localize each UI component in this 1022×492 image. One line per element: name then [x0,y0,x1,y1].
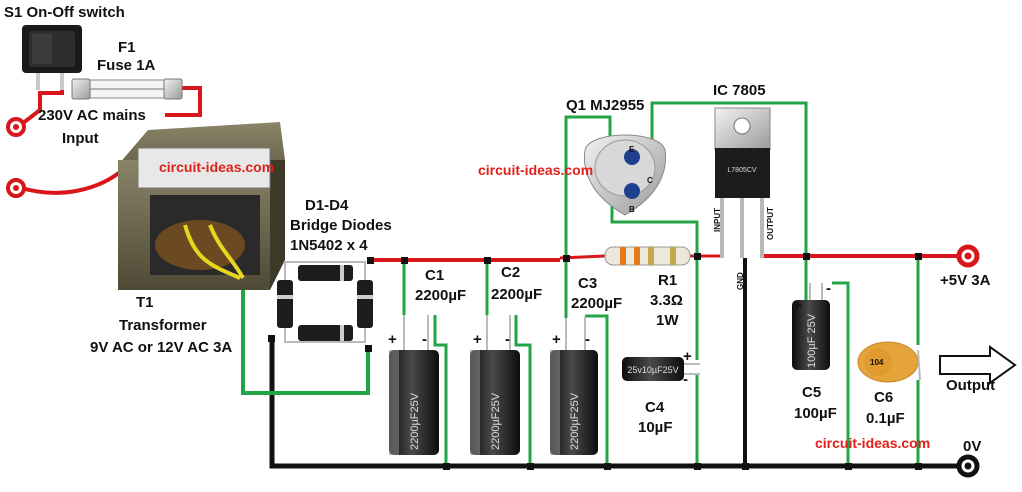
label-r1-val: 3.3Ω [650,292,683,309]
c1-body-marking: 2200µF25V [409,392,421,450]
label-t1-ref: T1 [136,294,154,311]
bridge-diodes-d1-d4 [277,261,373,343]
c5-plus: + [793,297,802,314]
ic-pin-input: INPUT [713,208,722,232]
c2-leads [485,260,532,466]
mains-terminal-bottom[interactable] [6,178,26,198]
ic-marking: L7805CV [727,167,757,174]
q1-pin-c: C [647,176,653,185]
rocker-switch-s1[interactable] [22,25,82,90]
transformer-t1 [118,122,285,290]
label-c4-ref: C4 [645,399,665,416]
c3-body-marking: 2200µF25V [569,392,581,450]
label-c5-ref: C5 [802,384,821,401]
watermark: circuit-ideas.com [159,159,274,175]
c1-plus: + [388,331,397,348]
label-s1: S1 On-Off switch [4,4,125,21]
label-c2-ref: C2 [501,264,520,281]
mains-wire-top [16,85,202,129]
c5-leads [804,256,850,466]
c5-body-marking: 100µF 25V [806,313,818,368]
label-c1-val: 2200µF [415,287,466,304]
label-c5-val: 100µF [794,405,837,422]
label-ic: IC 7805 [713,82,766,99]
q1-pin-b: B [629,205,635,214]
c4-minus: - [683,371,688,388]
label-output: Output [946,377,995,394]
label-f1-val: Fuse 1A [97,57,156,74]
c4-body-marking: 25v10µF25V [627,365,678,375]
ground-rail [269,339,968,469]
watermark: circuit-ideas.com [815,435,930,451]
transistor-q1: E C B [583,134,667,216]
label-c4-val: 10µF [638,419,673,436]
label-c6-ref: C6 [874,389,893,406]
q1-base-wire [610,205,699,256]
c2-plus: + [473,331,482,348]
capacitor-c2: 2200µF25V [470,315,520,455]
label-q1: Q1 MJ2955 [566,97,644,114]
c1-leads [402,260,448,466]
c6-body-marking: 104 [870,358,884,367]
label-out-voltage: +5V 3A [940,272,991,289]
label-mains-line1: 230V AC mains [38,107,146,124]
q1-pin-e: E [629,145,635,154]
c2-body-marking: 2200µF25V [490,392,502,450]
c1-minus: - [422,331,427,348]
capacitor-c5: 100µF 25V [792,283,830,370]
label-diodes-name: Bridge Diodes [290,217,392,234]
output-arrow-icon [939,345,1017,385]
label-r1-power: 1W [656,312,679,329]
label-c1-ref: C1 [425,267,444,284]
label-r1-ref: R1 [658,272,677,289]
label-c2-val: 2200µF [491,286,542,303]
watermark: circuit-ideas.com [478,162,593,178]
mains-terminal-top[interactable] [6,117,26,137]
label-c6-val: 0.1µF [866,410,905,427]
c2-minus: - [505,331,510,348]
labels: S1 On-Off switch F1 Fuse 1A 230V AC main… [4,4,995,455]
fuse-f1 [71,78,183,100]
label-f1-ref: F1 [118,39,136,56]
label-t1-val: 9V AC or 12V AC 3A [90,339,232,356]
ic-pin-output: OUTPUT [766,207,775,240]
capacitor-c4: 25v10µF25V [622,357,700,381]
wires [16,85,968,469]
label-mains-line2: Input [62,130,99,147]
output-terminal-ground[interactable] [956,454,980,478]
label-t1-name: Transformer [119,317,207,334]
transformer-sec-loop [241,280,370,395]
label-c3-ref: C3 [578,275,597,292]
label-diodes-val: 1N5402 x 4 [290,237,368,254]
regulator-ic-7805: L7805CV INPUT OUTPUT GND [713,107,775,290]
junctions [240,253,922,470]
c3-plus: + [552,331,561,348]
c4-plus: + [683,348,692,365]
c3-minus: - [585,331,590,348]
capacitor-c6: 104 [857,341,921,383]
label-out-ground: 0V [963,438,981,455]
capacitor-c3: 2200µF25V [550,316,598,455]
c3-leads [564,258,609,466]
ic-pin-gnd: GND [736,272,745,290]
output-terminal-positive[interactable] [956,244,980,268]
label-diodes-ref: D1-D4 [305,197,349,214]
label-c3-val: 2200µF [571,295,622,312]
mains-wire-bottom [17,166,127,195]
capacitor-c1: 2200µF25V [389,315,439,455]
q1-emitter-wire [564,115,612,258]
resistor-r1 [604,246,691,266]
c5-minus: - [826,280,831,297]
